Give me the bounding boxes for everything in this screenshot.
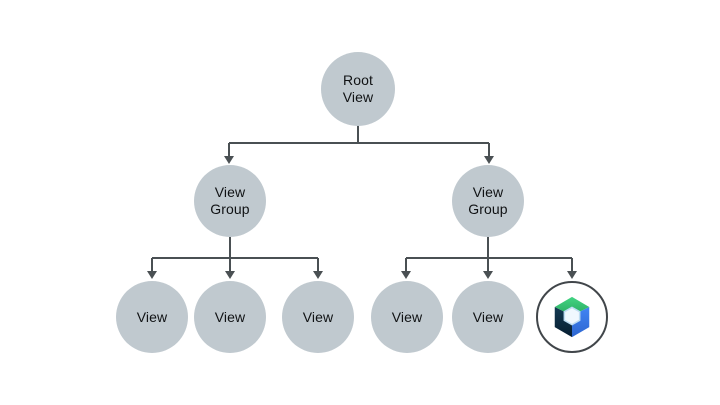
jetpack-compose-icon xyxy=(554,296,590,338)
node-view-2: View xyxy=(194,281,266,353)
node-label: View xyxy=(136,308,168,325)
node-root-view: Root View xyxy=(321,52,395,126)
node-view-group-right: View Group xyxy=(452,165,524,237)
node-label: View xyxy=(391,308,423,325)
arrowhead-icon xyxy=(567,271,577,279)
node-view-group-left: View Group xyxy=(194,165,266,237)
arrowhead-icon xyxy=(224,156,234,164)
arrowhead-icon xyxy=(225,271,235,279)
node-compose-leaf xyxy=(536,281,608,353)
node-label: Root View xyxy=(342,72,374,105)
node-label: View Group xyxy=(210,184,250,217)
node-label: View Group xyxy=(468,184,508,217)
arrowhead-icon xyxy=(313,271,323,279)
node-view-5: View xyxy=(452,281,524,353)
arrowhead-icon xyxy=(401,271,411,279)
node-view-3: View xyxy=(282,281,354,353)
arrowhead-icon xyxy=(147,271,157,279)
node-label: View xyxy=(472,308,504,325)
node-view-1: View xyxy=(116,281,188,353)
node-label: View xyxy=(214,308,246,325)
node-view-4: View xyxy=(371,281,443,353)
arrowhead-icon xyxy=(484,156,494,164)
arrowhead-icon xyxy=(483,271,493,279)
node-label: View xyxy=(302,308,334,325)
